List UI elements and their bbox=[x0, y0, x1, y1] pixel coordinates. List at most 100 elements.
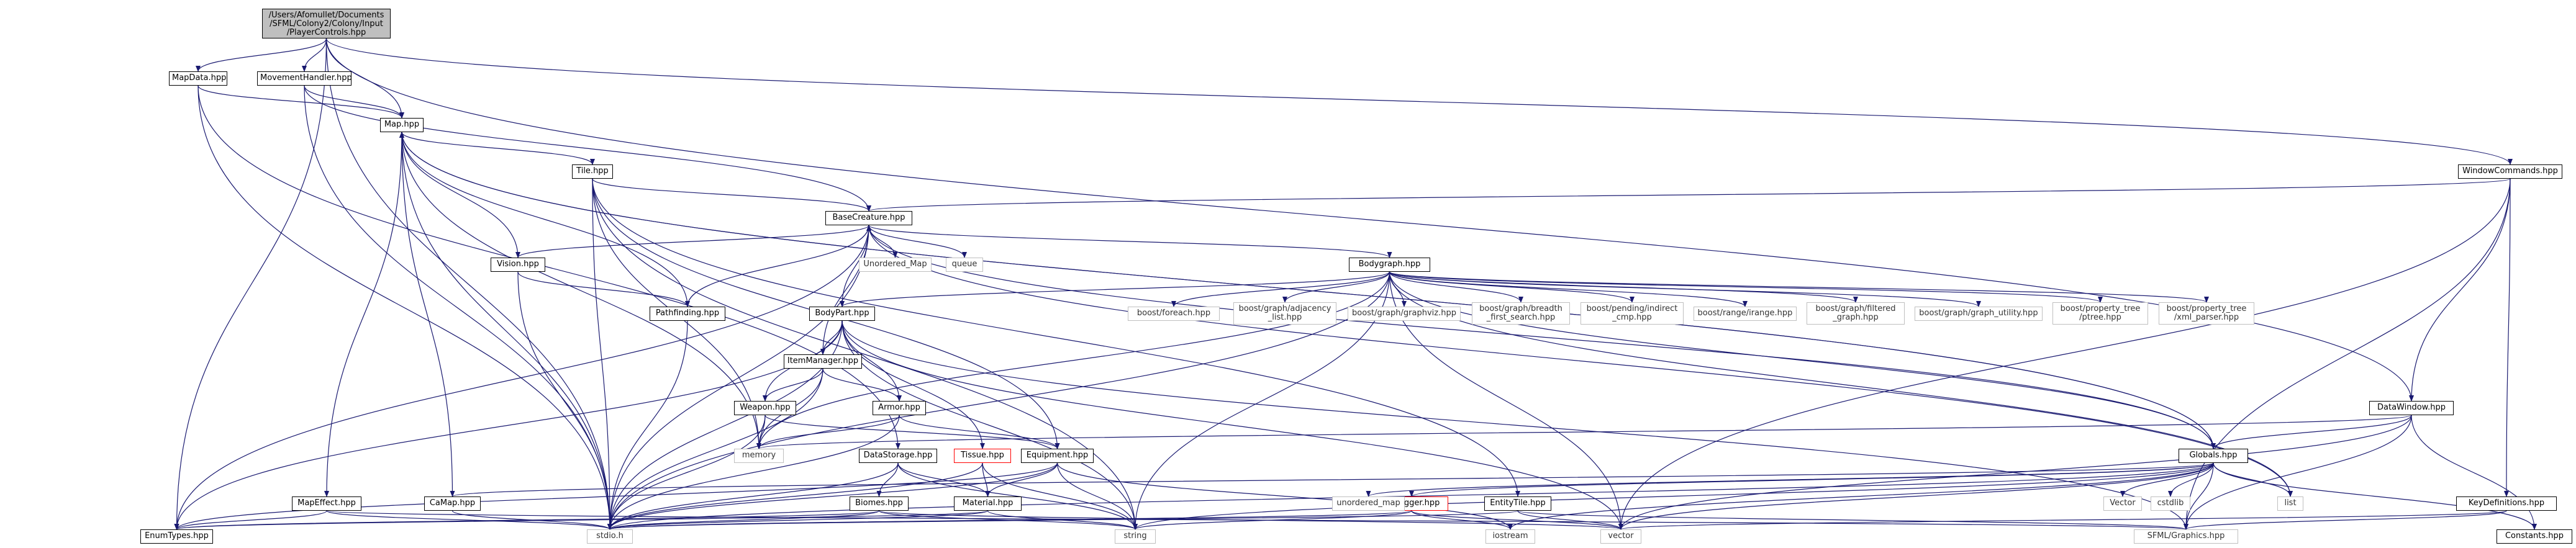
edge-bodygraph-to-stdio bbox=[607, 271, 1390, 530]
node-queue[interactable]: queue bbox=[946, 258, 983, 272]
node-material[interactable]: Material.hpp bbox=[954, 496, 1022, 511]
edge-map-to-stdio bbox=[401, 132, 612, 530]
node-datawindow[interactable]: DataWindow.hpp bbox=[2369, 401, 2454, 415]
node-tile[interactable]: Tile.hpp bbox=[572, 164, 613, 179]
node-globals[interactable]: Globals.hpp bbox=[2179, 449, 2248, 463]
edge-bodygraph-to-boost-foreach bbox=[1171, 271, 1390, 307]
node-boost-xml[interactable]: boost/property_tree /xml_parser.hpp bbox=[2159, 302, 2254, 325]
node-boost-filtered[interactable]: boost/graph/filtered _graph.hpp bbox=[1807, 302, 1905, 325]
node-iostream[interactable]: iostream bbox=[1485, 529, 1535, 544]
node-basecreature[interactable]: BaseCreature.hpp bbox=[825, 211, 912, 225]
node-boost-foreach[interactable]: boost/foreach.hpp bbox=[1128, 307, 1220, 321]
edge-bodygraph-to-boost-utility bbox=[1389, 271, 1981, 307]
node-vision[interactable]: Vision.hpp bbox=[491, 258, 545, 272]
node-boost-bfs[interactable]: boost/graph/breadth _first_search.hpp bbox=[1472, 302, 1570, 325]
edge-keydefinitions-to-vector bbox=[1618, 510, 2507, 530]
node-bodypart[interactable]: BodyPart.hpp bbox=[809, 307, 875, 321]
edge-basecreature-to-enumtypes bbox=[174, 225, 869, 530]
edge-globals-to-iostream bbox=[1508, 462, 2214, 530]
node-string[interactable]: string bbox=[1115, 529, 1156, 544]
edge-map-to-mapeffect bbox=[324, 132, 402, 497]
node-windowcommands[interactable]: WindowCommands.hpp bbox=[2458, 164, 2562, 179]
edge-bodypart-to-armor bbox=[841, 320, 902, 402]
node-datastorage[interactable]: DataStorage.hpp bbox=[859, 449, 937, 463]
node-boost-adjacency[interactable]: boost/graph/adjacency _list.hpp bbox=[1233, 302, 1336, 325]
node-weapon[interactable]: Weapon.hpp bbox=[734, 401, 796, 415]
node-cstdlib[interactable]: cstdlib bbox=[2151, 496, 2190, 511]
edge-bodygraph-to-boost-bfs bbox=[1389, 271, 1523, 303]
node-movementhandler[interactable]: MovementHandler.hpp bbox=[257, 71, 351, 86]
node-sfml-graphics[interactable]: SFML/Graphics.hpp bbox=[2134, 529, 2238, 544]
edge-armor-to-stdio bbox=[607, 415, 900, 530]
edge-globals-to-list bbox=[2213, 462, 2293, 497]
node-map[interactable]: Map.hpp bbox=[380, 118, 424, 132]
edge-weapon-to-equipment bbox=[764, 415, 1060, 449]
edge-basecreature-to-queue bbox=[868, 225, 967, 258]
node-pathfinding[interactable]: Pathfinding.hpp bbox=[650, 307, 725, 321]
edge-bodypart-to-itemmanager bbox=[820, 320, 843, 355]
edge-weapon-to-stdio bbox=[607, 415, 766, 530]
edge-map-to-tile bbox=[401, 132, 595, 165]
edge-datastorage-to-biomes bbox=[876, 462, 899, 497]
edge-vision-to-stdio bbox=[517, 271, 612, 530]
edge-pathfinding-to-stdio bbox=[607, 320, 688, 530]
edge-entitytile-to-vector bbox=[1517, 510, 1623, 530]
edge-datastorage-to-stdio bbox=[607, 462, 899, 530]
node-keydefinitions[interactable]: KeyDefinitions.hpp bbox=[2456, 496, 2557, 511]
edge-root-player-controls-to-windowcommands bbox=[325, 38, 2513, 165]
edge-windowcommands-to-vector bbox=[1618, 178, 2511, 530]
node-equipment[interactable]: Equipment.hpp bbox=[1021, 449, 1094, 463]
node-itemmanager[interactable]: ItemManager.hpp bbox=[784, 354, 862, 369]
node-armor[interactable]: Armor.hpp bbox=[873, 401, 926, 415]
edge-globals-to-constants bbox=[2213, 462, 2537, 530]
edge-camap-to-map bbox=[399, 132, 453, 497]
edge-datawindow-to-globals bbox=[2211, 415, 2412, 449]
node-camap[interactable]: CaMap.hpp bbox=[424, 496, 481, 511]
edge-bodygraph-to-memory bbox=[756, 271, 1390, 449]
node-boost-ptree[interactable]: boost/property_tree /ptree.hpp bbox=[2052, 302, 2148, 325]
edge-pathfinding-to-map bbox=[399, 132, 688, 307]
node-constants[interactable]: Constants.hpp bbox=[2497, 529, 2572, 544]
edge-datawindow-to-sfml-graphics bbox=[2184, 415, 2412, 530]
edge-bodypart-to-sfml-graphics bbox=[841, 320, 2188, 530]
edge-bodygraph-to-boost-adjacency bbox=[1282, 271, 1390, 303]
node-boost-utility[interactable]: boost/graph/graph_utility.hpp bbox=[1915, 307, 2043, 321]
edge-globals-to-map bbox=[399, 132, 2214, 449]
node-mapdata[interactable]: MapData.hpp bbox=[169, 71, 227, 86]
node-root-player-controls[interactable]: /Users/Afomullet/Documents /SFML/Colony2… bbox=[262, 9, 391, 38]
node-list[interactable]: list bbox=[2277, 496, 2303, 511]
node-boost-range[interactable]: boost/range/irange.hpp bbox=[1694, 307, 1797, 321]
edge-equipment-to-iostream bbox=[1056, 462, 1513, 530]
edge-biomes-to-enumtypes bbox=[175, 510, 880, 530]
node-biomes[interactable]: Biomes.hpp bbox=[850, 496, 909, 511]
edge-movementhandler-to-stdio bbox=[304, 85, 612, 530]
edge-itemmanager-to-armor bbox=[822, 368, 902, 402]
edge-basecreature-to-vision bbox=[515, 225, 869, 258]
edge-armor-to-memory bbox=[756, 415, 900, 449]
edge-equipment-to-stdio bbox=[607, 462, 1058, 530]
edge-mapdata-to-map bbox=[197, 85, 404, 119]
edge-itemmanager-to-weapon bbox=[763, 368, 823, 402]
node-stdio[interactable]: stdio.h bbox=[587, 529, 633, 544]
node-tissue[interactable]: Tissue.hpp bbox=[954, 449, 1011, 463]
edge-bodygraph-to-boost-xml bbox=[1389, 271, 2209, 303]
edge-globals-to-vector-cap bbox=[2120, 462, 2214, 497]
edge-windowcommands-to-datawindow bbox=[2409, 178, 2511, 402]
edge-entitytile-to-sfml-graphics bbox=[1517, 510, 2188, 530]
node-unordered-map-cap[interactable]: Unordered_Map bbox=[859, 258, 932, 272]
node-unordered-map[interactable]: unordered_map bbox=[1332, 496, 1405, 511]
edge-mapdata-to-stdio bbox=[197, 85, 612, 530]
edge-bodygraph-to-globals bbox=[1389, 271, 2216, 449]
node-vector-cap[interactable]: Vector bbox=[2103, 496, 2142, 511]
node-entitytile[interactable]: EntityTile.hpp bbox=[1484, 496, 1551, 511]
edge-tile-to-stdio bbox=[592, 178, 612, 530]
node-boost-pending[interactable]: boost/pending/indirect _cmp.hpp bbox=[1581, 302, 1684, 325]
node-bodygraph[interactable]: Bodygraph.hpp bbox=[1349, 258, 1430, 272]
node-vector[interactable]: vector bbox=[1600, 529, 1641, 544]
edge-datawindow-to-constants bbox=[2411, 415, 2537, 530]
node-enumtypes[interactable]: EnumTypes.hpp bbox=[140, 529, 213, 544]
node-mapeffect[interactable]: MapEffect.hpp bbox=[292, 496, 361, 511]
node-memory[interactable]: memory bbox=[734, 449, 784, 463]
node-boost-graphviz[interactable]: boost/graph/graphviz.hpp bbox=[1348, 307, 1461, 321]
edge-biomes-to-stdio bbox=[607, 510, 880, 530]
